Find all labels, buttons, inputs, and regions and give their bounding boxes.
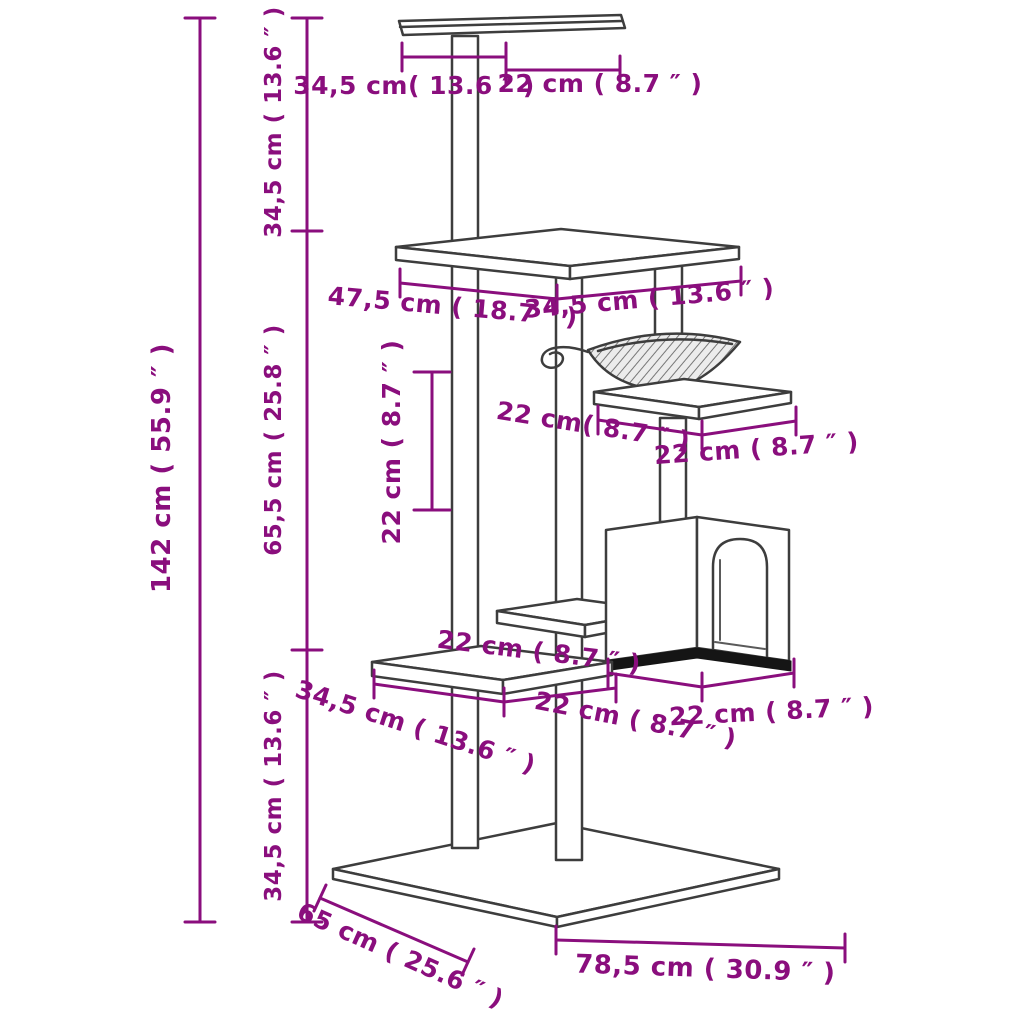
- dim-line-total-height: [183, 16, 217, 924]
- basket-inner-rim: [596, 338, 734, 353]
- cat-house: [603, 515, 792, 672]
- perch-platform: [592, 377, 793, 421]
- cat-tree-drawing: [331, 13, 793, 929]
- dim-label-post-section-height: 22 cm ( 8.7 ″ ): [377, 340, 406, 545]
- basket-cord: [540, 345, 590, 370]
- dim-line-post-section: [412, 370, 452, 512]
- perch-right-edge: [697, 390, 793, 421]
- dim-line: [318, 896, 470, 964]
- dim-line: [606, 671, 704, 689]
- base-platform: [331, 821, 781, 929]
- main-platform: [394, 227, 741, 281]
- dim-line: [502, 686, 618, 704]
- dim-line: [700, 419, 798, 437]
- dim-label-house-side-depth: 22 cm ( 8.7 ″ ): [668, 692, 874, 732]
- dim-tick: [460, 947, 476, 977]
- basket-bowl: [586, 332, 742, 392]
- dim-line-main-platform: [398, 265, 743, 315]
- dim-line: [398, 281, 559, 301]
- dim-label-top-platform-width: 34,5 cm( 13.6 ″ ): [293, 71, 535, 100]
- dim-line-perch: [596, 404, 798, 451]
- dim-line: [700, 671, 796, 689]
- house-left-face: [604, 515, 699, 663]
- dim-label-top-platform-depth: 22 cm ( 8.7 ″ ): [498, 69, 703, 98]
- top-platform-face-line: [398, 19, 624, 29]
- dim-line: [555, 279, 743, 301]
- dim-label-base-depth: 65 cm ( 25.6 ″ ): [293, 897, 508, 1014]
- dim-line-base: [312, 883, 847, 977]
- dim-line-lower-platform: [372, 668, 618, 718]
- main-platform-right-edge: [568, 245, 741, 281]
- dim-label-top-section-height: 34,5 cm ( 13.6 ″ ): [261, 6, 287, 237]
- dim-line-top-platform: [400, 41, 622, 86]
- lower-left-platform: [370, 644, 614, 696]
- dim-label-middle-section-height: 65,5 cm ( 25.8 ″ ): [261, 324, 287, 555]
- dim-line-sections: [290, 16, 324, 924]
- dim-label-bottom-section-height: 34,5 cm ( 13.6 ″ ): [261, 670, 287, 901]
- dim-line: [372, 682, 506, 704]
- top-platform: [397, 13, 627, 37]
- house-door-floor-line: [714, 641, 766, 650]
- dim-line: [554, 938, 847, 950]
- basket: [540, 332, 742, 392]
- dim-label-base-width: 78,5 cm ( 30.9 ″ ): [575, 949, 836, 988]
- dim-line: [596, 418, 704, 437]
- house-door-arch: [711, 537, 769, 660]
- dim-label-total-height: 142 cm ( 55.9 ″ ): [147, 343, 177, 593]
- base-right-edge: [555, 867, 781, 929]
- dimension-lines: [183, 16, 847, 977]
- dim-tick: [312, 883, 328, 913]
- dim-line-house: [606, 657, 796, 703]
